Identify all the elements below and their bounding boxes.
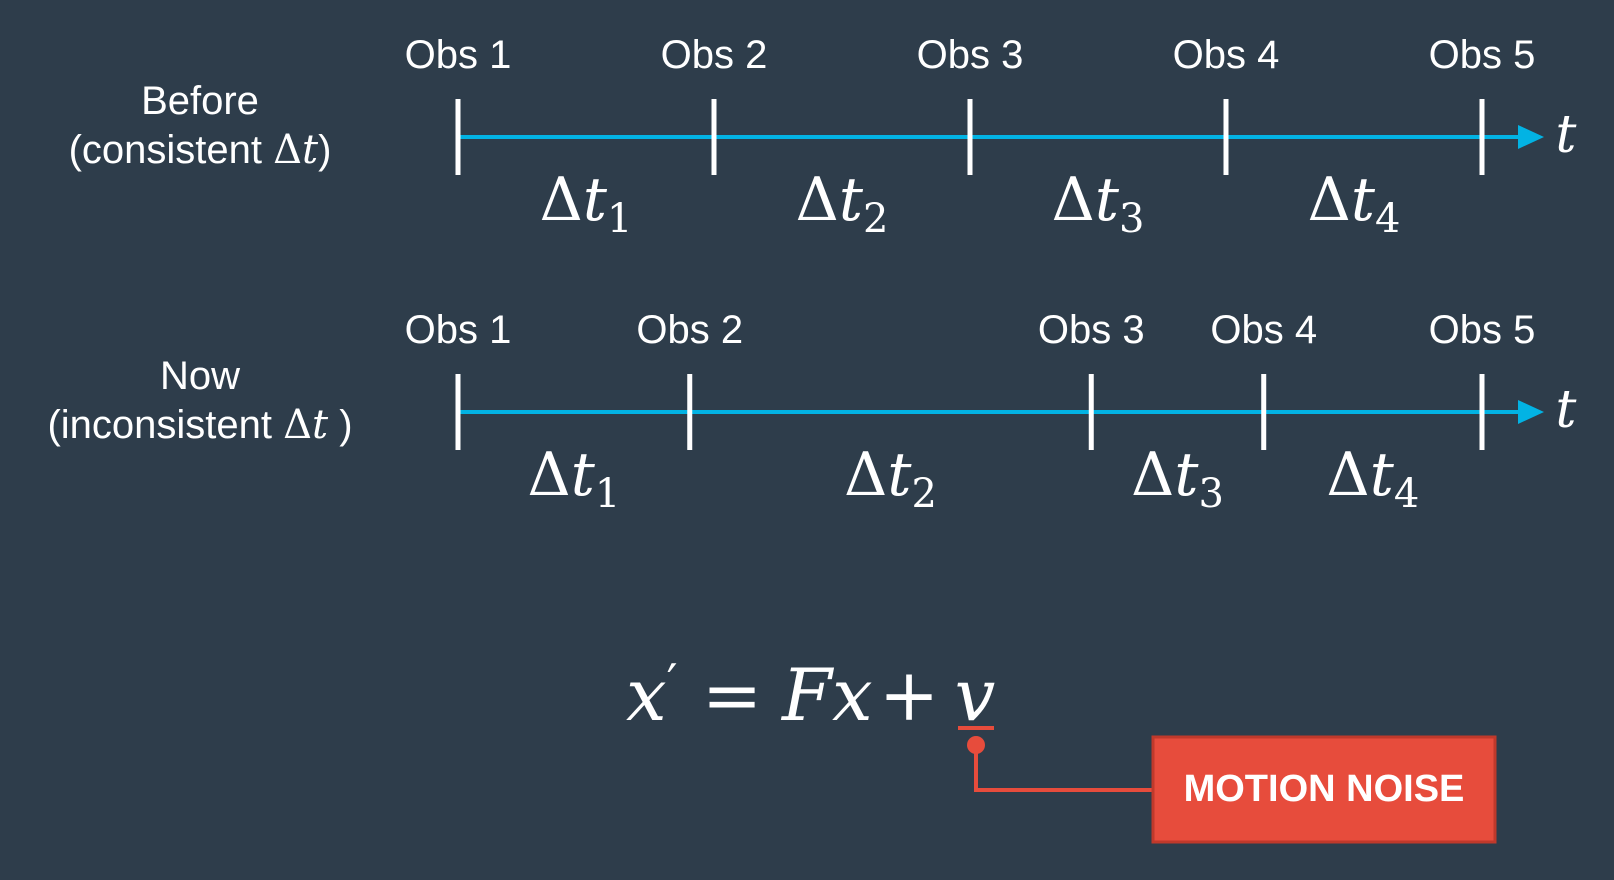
- obs-label: Obs 1: [405, 33, 512, 77]
- equation-term-fx: Fx: [780, 653, 873, 737]
- axis-arrowhead: [1518, 125, 1544, 149]
- equation-plus: +: [879, 653, 939, 737]
- equation-equals: =: [702, 653, 762, 737]
- row-label-before-sub: (consistent Δt): [69, 127, 332, 173]
- interval-label: Δt2: [796, 165, 889, 242]
- interval-label: Δt4: [1326, 440, 1419, 517]
- axis-label-t: t: [1556, 380, 1577, 440]
- obs-label: Obs 2: [636, 308, 743, 352]
- motion-noise-callout: MOTION NOISE: [967, 735, 1497, 844]
- obs-label: Obs 5: [1429, 33, 1536, 77]
- equation-lhs: x′: [626, 653, 678, 737]
- timeline-now: Now (inconsistent Δt ) t Obs 1 Obs 2 Obs 3…: [47, 308, 1576, 517]
- obs-label: Obs 2: [661, 33, 768, 77]
- interval-label: Δt1: [527, 440, 620, 517]
- axis-label-t: t: [1556, 105, 1577, 165]
- row-label-now-sub: (inconsistent Δt ): [47, 402, 352, 448]
- obs-label: Obs 1: [405, 308, 512, 352]
- interval-label: Δt3: [1131, 440, 1224, 517]
- obs-label: Obs 3: [917, 33, 1024, 77]
- obs-label: Obs 5: [1429, 308, 1536, 352]
- interval-label: Δt3: [1052, 165, 1145, 242]
- obs-label: Obs 3: [1038, 308, 1145, 352]
- callout-connector: [974, 745, 1153, 792]
- obs-label: Obs 4: [1173, 33, 1280, 77]
- equation-noise-var: v: [955, 653, 996, 737]
- timeline-before: Before (consistent Δt) t Obs 1 Obs 2 Obs 3…: [69, 33, 1577, 242]
- row-label-before: Before: [141, 79, 259, 123]
- callout-label: MOTION NOISE: [1184, 768, 1465, 810]
- motion-equation: x′ = Fx + v: [626, 653, 995, 737]
- callout-box: [1151, 735, 1497, 844]
- axis-arrowhead: [1518, 400, 1544, 424]
- interval-label: Δt4: [1308, 165, 1401, 242]
- interval-label: Δt1: [540, 165, 633, 242]
- obs-label: Obs 4: [1210, 308, 1317, 352]
- interval-label: Δt2: [844, 440, 937, 517]
- row-label-now: Now: [160, 354, 240, 398]
